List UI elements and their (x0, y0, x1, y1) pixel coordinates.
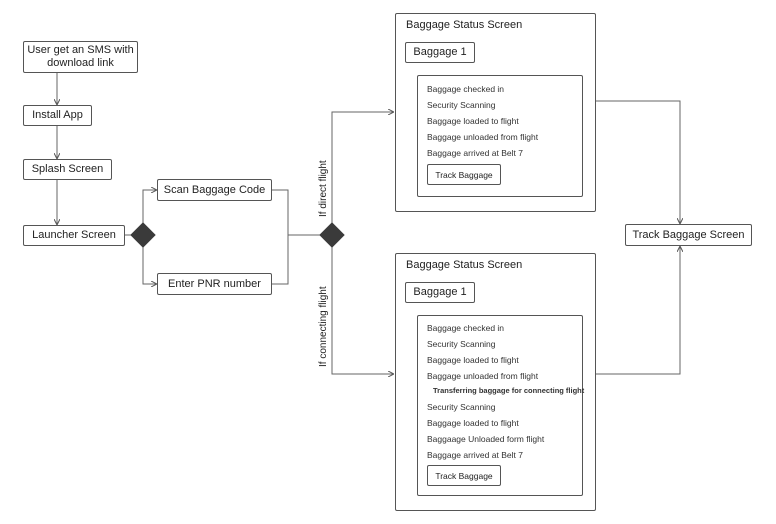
track-baggage-screen-label: Track Baggage Screen (632, 228, 745, 241)
status-item: Security Scanning (427, 339, 496, 349)
status-item: Baggage loaded to flight (427, 418, 519, 428)
install-node-label: Install App (32, 109, 83, 121)
sms-node-label: User get an SMS with download link (27, 44, 134, 69)
splash-node: Splash Screen (23, 159, 112, 180)
status-item: Baggage loaded to flight (427, 116, 519, 126)
edge-direct-track (596, 100, 680, 223)
direct-track-baggage-label: Track Baggage (435, 169, 493, 180)
edge-direct (331, 112, 393, 225)
launcher-node: Launcher Screen (23, 225, 125, 246)
status-item: Baggage checked in (427, 323, 505, 333)
direct-baggage-tab[interactable]: Baggage 1 (405, 42, 475, 63)
status-item: Baggage unloaded from flight (427, 371, 539, 381)
status-item: Baggage checked in (427, 84, 505, 94)
track-baggage-screen-node: Track Baggage Screen (625, 224, 752, 246)
edge-decision-pnr (142, 245, 156, 284)
install-node: Install App (23, 105, 92, 126)
connecting-baggage-tab[interactable]: Baggage 1 (405, 282, 475, 303)
edge-connecting (331, 245, 393, 374)
connecting-panel-title: Baggage Status Screen (406, 259, 523, 271)
status-item: Baggage arrived at Belt 7 (427, 450, 523, 460)
status-item: Baggage arrived at Belt 7 (427, 148, 523, 158)
direct-panel-title: Baggage Status Screen (406, 19, 523, 31)
direct-track-baggage-button[interactable]: Track Baggage (427, 164, 501, 185)
launcher-node-label: Launcher Screen (32, 229, 116, 241)
status-item: Security Scanning (427, 100, 496, 110)
edge-decision-scan (142, 190, 156, 225)
direct-baggage-tab-label: Baggage 1 (413, 46, 467, 58)
connecting-baggage-tab-label: Baggage 1 (413, 286, 467, 298)
edge-connecting-track (596, 247, 680, 375)
scan-node: Scan Baggage Code (157, 179, 272, 201)
direct-flight-label: If direct flight (318, 160, 329, 217)
scan-node-label: Scan Baggage Code (163, 183, 266, 196)
connecting-track-baggage-button[interactable]: Track Baggage (427, 465, 501, 486)
edge-pnr-merge (272, 235, 289, 285)
connecting-track-baggage-label: Track Baggage (435, 470, 493, 481)
status-item: Baggaage Unloaded form flight (427, 434, 545, 444)
sms-node: User get an SMS with download link (23, 41, 138, 73)
connecting-flight-label: If connecting flight (318, 286, 329, 367)
pnr-node: Enter PNR number (157, 273, 272, 295)
status-item: Security Scanning (427, 402, 496, 412)
transfer-status-item: Transferring baggage for connecting flig… (433, 386, 585, 395)
pnr-node-label: Enter PNR number (168, 277, 261, 290)
splash-node-label: Splash Screen (31, 163, 104, 175)
status-item: Baggage unloaded from flight (427, 132, 539, 142)
edge-scan-merge (272, 189, 289, 235)
status-item: Baggage loaded to flight (427, 355, 519, 365)
